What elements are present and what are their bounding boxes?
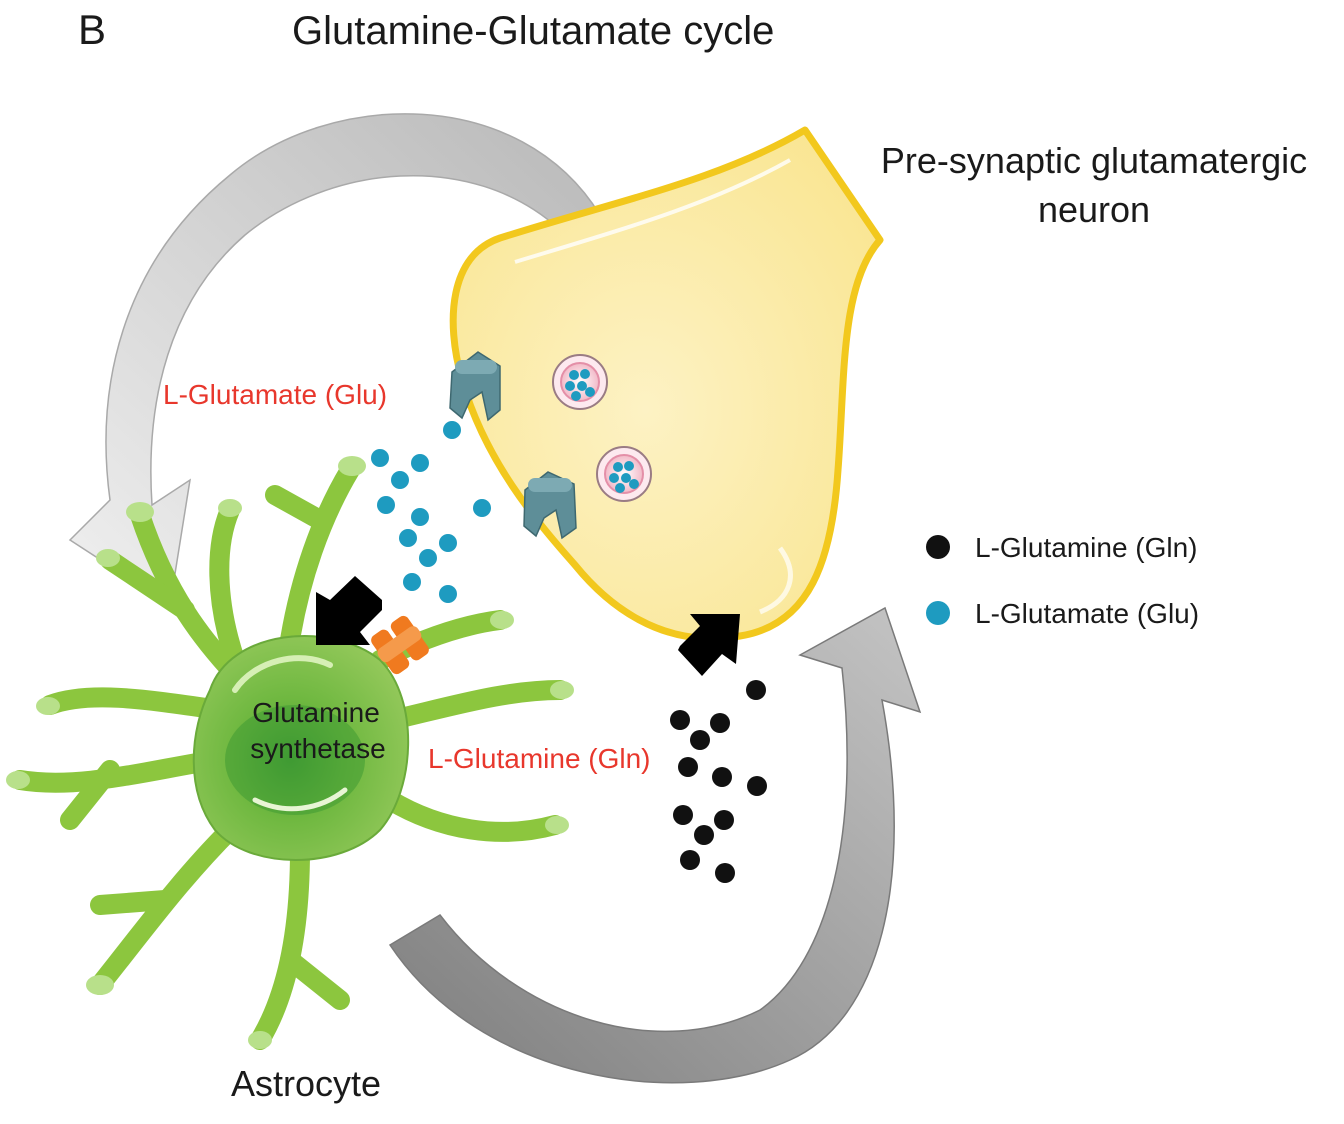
glutamine-release-label: L-Glutamine (Gln) <box>428 743 651 774</box>
enzyme-label-line1: Glutamine <box>252 697 380 728</box>
legend-item-glutamine: L-Glutamine (Gln) <box>926 532 1198 563</box>
neuron-receptor-bottom <box>523 471 577 540</box>
astrocyte-transporter <box>371 615 429 675</box>
figure-title: Glutamine-Glutamate cycle <box>292 9 774 53</box>
glutamate-uptake-cycle-arrow <box>68 113 602 607</box>
legend-swatch-glutamate <box>926 601 950 625</box>
synaptic-vesicle-2 <box>596 446 652 502</box>
legend: L-Glutamine (Gln) L-Glutamate (Glu) <box>926 532 1199 629</box>
legend-item-glutamate: L-Glutamate (Glu) <box>926 598 1199 629</box>
glutamate-release-label: L-Glutamate (Glu) <box>163 379 387 410</box>
neuron-label-line1: Pre-synaptic glutamatergic <box>881 140 1307 181</box>
enzyme-label-line2: synthetase <box>250 733 385 764</box>
legend-label-glutamate: L-Glutamate (Glu) <box>975 598 1199 629</box>
synaptic-vesicle-1 <box>552 354 608 410</box>
astrocyte-cell <box>6 456 574 1050</box>
astrocyte-label: Astrocyte <box>231 1063 381 1104</box>
presynaptic-neuron <box>449 126 884 642</box>
glutamine-uptake-arrow <box>678 614 740 676</box>
glutamine-particles <box>670 680 767 883</box>
glutamine-return-cycle-arrow <box>388 606 922 1084</box>
glutamate-particles <box>371 421 491 603</box>
glutamate-uptake-arrow <box>316 576 382 645</box>
panel-letter: B <box>78 6 106 53</box>
neuron-receptor-top <box>449 351 501 422</box>
legend-swatch-glutamine <box>926 535 950 559</box>
legend-label-glutamine: L-Glutamine (Gln) <box>975 532 1198 563</box>
neuron-label-line2: neuron <box>1038 189 1150 230</box>
